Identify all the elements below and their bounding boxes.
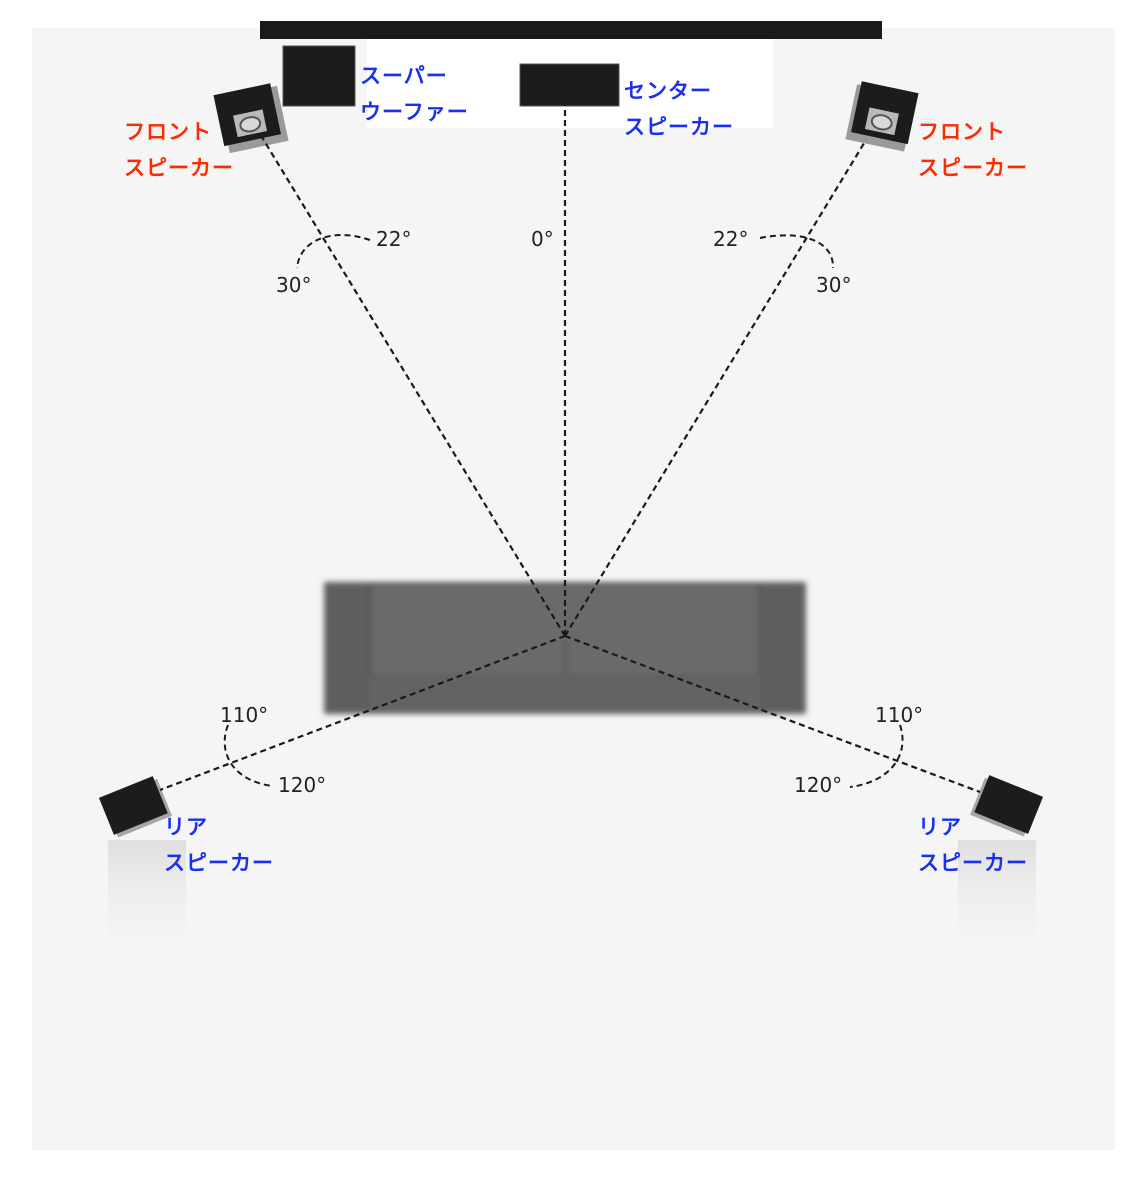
angle-front-right-inner: 22° [713, 227, 749, 251]
rear-right-speaker [958, 775, 1044, 970]
rear-left-speaker [98, 776, 186, 970]
angle-rear-left-outer: 120° [278, 773, 327, 797]
sight-line-front-left [259, 133, 566, 637]
angle-front-left-inner: 22° [376, 227, 412, 251]
angle-front-right-outer: 30° [816, 273, 852, 297]
front-left-speaker [213, 83, 289, 154]
subwoofer [282, 45, 356, 107]
front-right-speaker-label: フロント スピーカー [918, 120, 1028, 180]
sight-lines [159, 102, 981, 794]
front-right-speaker [845, 81, 919, 152]
angle-center: 0° [531, 227, 554, 251]
center-speaker [519, 63, 620, 107]
angle-rear-right-inner: 110° [875, 703, 924, 727]
rear-left-speaker-label: リア スピーカー [164, 815, 274, 875]
sight-line-front-right [564, 139, 867, 637]
subwoofer-label: スーパー ウーファー [360, 64, 469, 124]
arc-rear-right [849, 724, 904, 788]
arc-front-left [296, 234, 371, 269]
sight-line-rear-right [564, 634, 981, 794]
tv-screen [260, 21, 882, 39]
front-left-speaker-label: フロント スピーカー [124, 120, 234, 180]
sight-line-rear-left [159, 634, 566, 792]
arc-front-right [759, 234, 835, 269]
rear-right-speaker-label: リア スピーカー [918, 815, 1028, 875]
angle-rear-left-inner: 110° [220, 703, 269, 727]
center-speaker-label: センター スピーカー [624, 79, 734, 139]
angle-rear-right-outer: 120° [794, 773, 843, 797]
angle-front-left-outer: 30° [276, 273, 312, 297]
angle-arcs [223, 234, 904, 788]
arc-rear-left [223, 724, 273, 787]
